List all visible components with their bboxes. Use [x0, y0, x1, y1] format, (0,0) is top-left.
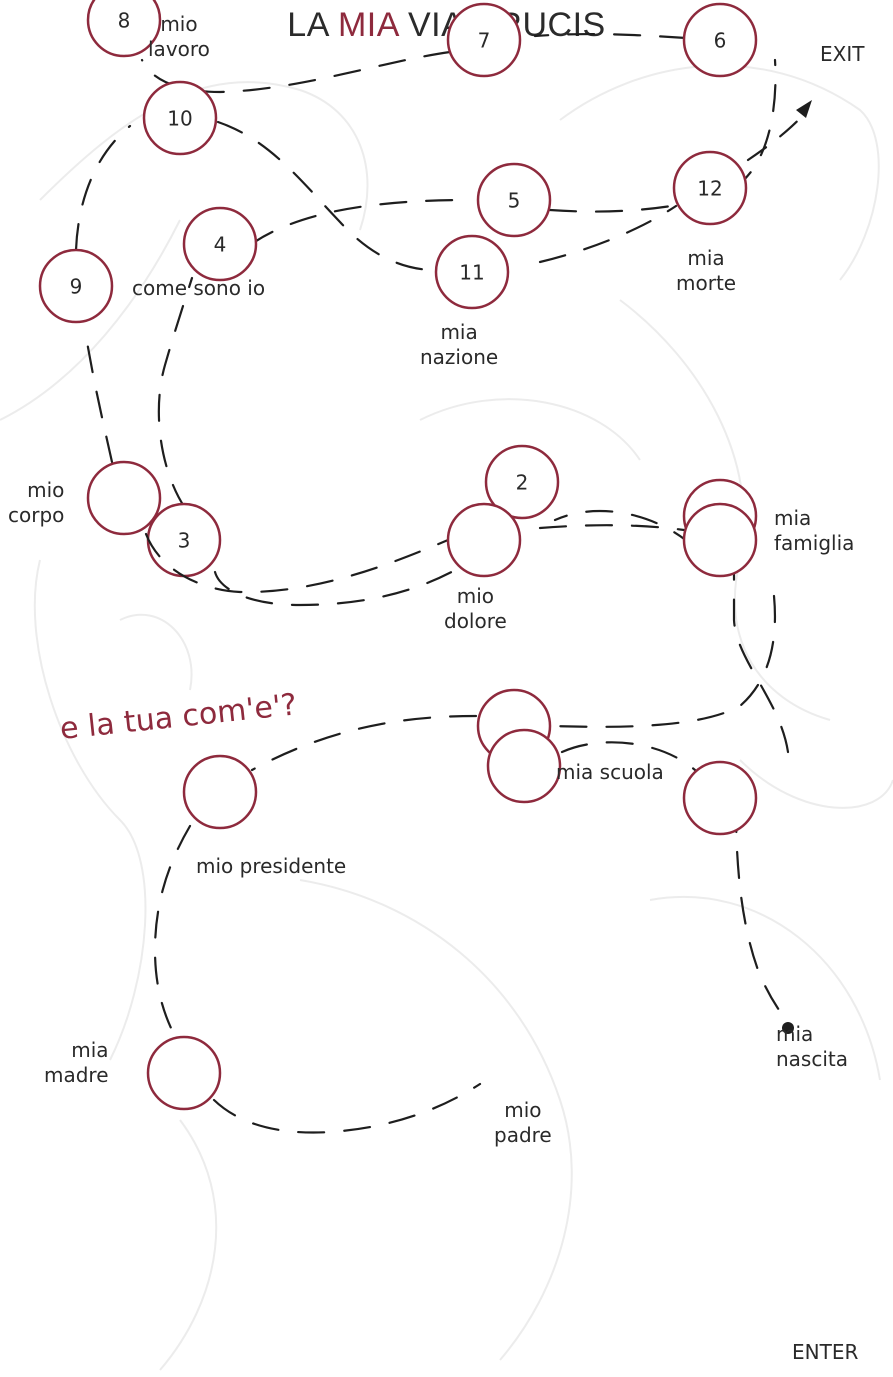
route-graphic-upper: 9 10 11 12	[38, 80, 812, 464]
station-6b-circle	[682, 502, 758, 578]
station-9-label-line1: come sono io	[132, 276, 266, 300]
station-5-label-line1: mia scuola	[556, 760, 664, 784]
path-6-5	[550, 594, 777, 728]
station-2-label: mio padre	[494, 1098, 552, 1148]
station-12-label: mia morte	[676, 246, 736, 296]
path-10-11	[216, 120, 432, 272]
station-4b-circle	[182, 754, 258, 830]
station-11-circle	[434, 234, 510, 310]
station-2-label-line2: padre	[494, 1123, 552, 1147]
station-8-label: mio corpo	[8, 478, 64, 528]
station-8-circle	[86, 0, 162, 58]
station-2-circle	[484, 444, 560, 520]
station-6-label-line1: mia	[774, 506, 812, 530]
station-3-label-line2: madre	[44, 1063, 109, 1087]
path-11-12	[538, 204, 678, 264]
station-8-label-line1: mio	[27, 478, 65, 502]
station-11-label-line1: mia	[440, 320, 478, 344]
path-2-1	[560, 741, 697, 772]
station-9-label: come sono io	[132, 276, 265, 301]
station-7-label: mio dolore	[444, 584, 507, 634]
station-12-label-line2: morte	[676, 271, 737, 295]
station-10-number: 10	[167, 107, 192, 131]
enter-dot	[782, 1022, 794, 1034]
path-enter-1	[732, 554, 790, 754]
station-4-number: 4	[214, 233, 227, 257]
station-10-label-line1: mio	[160, 12, 198, 36]
station-10-circle	[142, 80, 218, 156]
path-12-exit	[746, 108, 810, 162]
station-4-label: mio presidente	[196, 854, 346, 879]
station-11-number: 11	[459, 261, 484, 285]
station-7-circle	[446, 2, 522, 78]
station-7-number: 7	[478, 29, 491, 53]
exit-label: EXIT	[820, 42, 865, 66]
station-4-label-line1: mio presidente	[196, 854, 347, 878]
path-8-9	[83, 328, 114, 464]
path-1-2	[553, 509, 697, 550]
path-4-3	[153, 824, 192, 1047]
station-4-circle	[182, 206, 258, 282]
station-5-label: mia scuola	[556, 760, 664, 785]
station-9-circle	[38, 248, 114, 324]
station-8b-circle	[86, 460, 162, 536]
station-2-label-line1: mio	[504, 1098, 542, 1122]
station-11-label-line2: nazione	[420, 345, 499, 369]
station-10-label: mio lavoro	[148, 12, 210, 62]
station-1-label-line1: mia	[776, 1022, 814, 1046]
station-3-label-line1: mia	[71, 1038, 109, 1062]
station-3-label: mia madre	[44, 1038, 109, 1088]
station-7-label-line1: mio	[456, 584, 495, 608]
path-5-4	[250, 714, 478, 772]
path-7-8	[140, 50, 452, 94]
station-1b-circle	[682, 760, 758, 836]
station-5-circle	[476, 162, 552, 238]
path-8-7	[144, 532, 450, 594]
station-6-label-line2: famiglia	[774, 531, 855, 555]
exit-arrow-icon	[796, 100, 812, 118]
station-7-label-line2: dolore	[444, 609, 507, 633]
station-6-label: mia famiglia	[774, 506, 854, 556]
path-1-enter	[734, 804, 788, 1022]
path-2-3	[213, 546, 492, 607]
station-11-label: mia nazione	[420, 320, 498, 370]
station-2-number: 2	[516, 471, 529, 495]
station-1-label-line2: nascita	[776, 1047, 849, 1071]
station-7b-circle	[446, 502, 522, 578]
path-7-6	[538, 524, 686, 532]
enter-label: ENTER	[792, 1340, 859, 1364]
station-3-number: 3	[178, 529, 191, 553]
title-accent: MIA	[337, 6, 399, 44]
title-prefix: LA	[287, 6, 328, 44]
path-6-7	[533, 32, 688, 40]
path-5-6	[548, 58, 777, 213]
station-8-number: 8	[118, 9, 131, 33]
station-6-number: 6	[714, 29, 727, 53]
station-12-label-line1: mia	[687, 246, 725, 270]
station-8-label-line2: corpo	[8, 503, 65, 527]
station-1-label: mia nascita	[776, 1022, 848, 1072]
station-12-number: 12	[697, 177, 722, 201]
path-4-5	[248, 198, 472, 247]
station-12-circle	[672, 150, 748, 226]
path-9-10	[74, 124, 132, 252]
station-6-circle	[682, 2, 758, 78]
station-2b-circle	[486, 728, 562, 804]
station-10-label-line2: lavoro	[148, 37, 210, 61]
path-3-4	[157, 276, 194, 510]
station-3b-circle	[146, 1035, 222, 1111]
path-3-2	[212, 1082, 482, 1134]
station-9-number: 9	[70, 275, 83, 299]
station-5-number: 5	[508, 189, 521, 213]
